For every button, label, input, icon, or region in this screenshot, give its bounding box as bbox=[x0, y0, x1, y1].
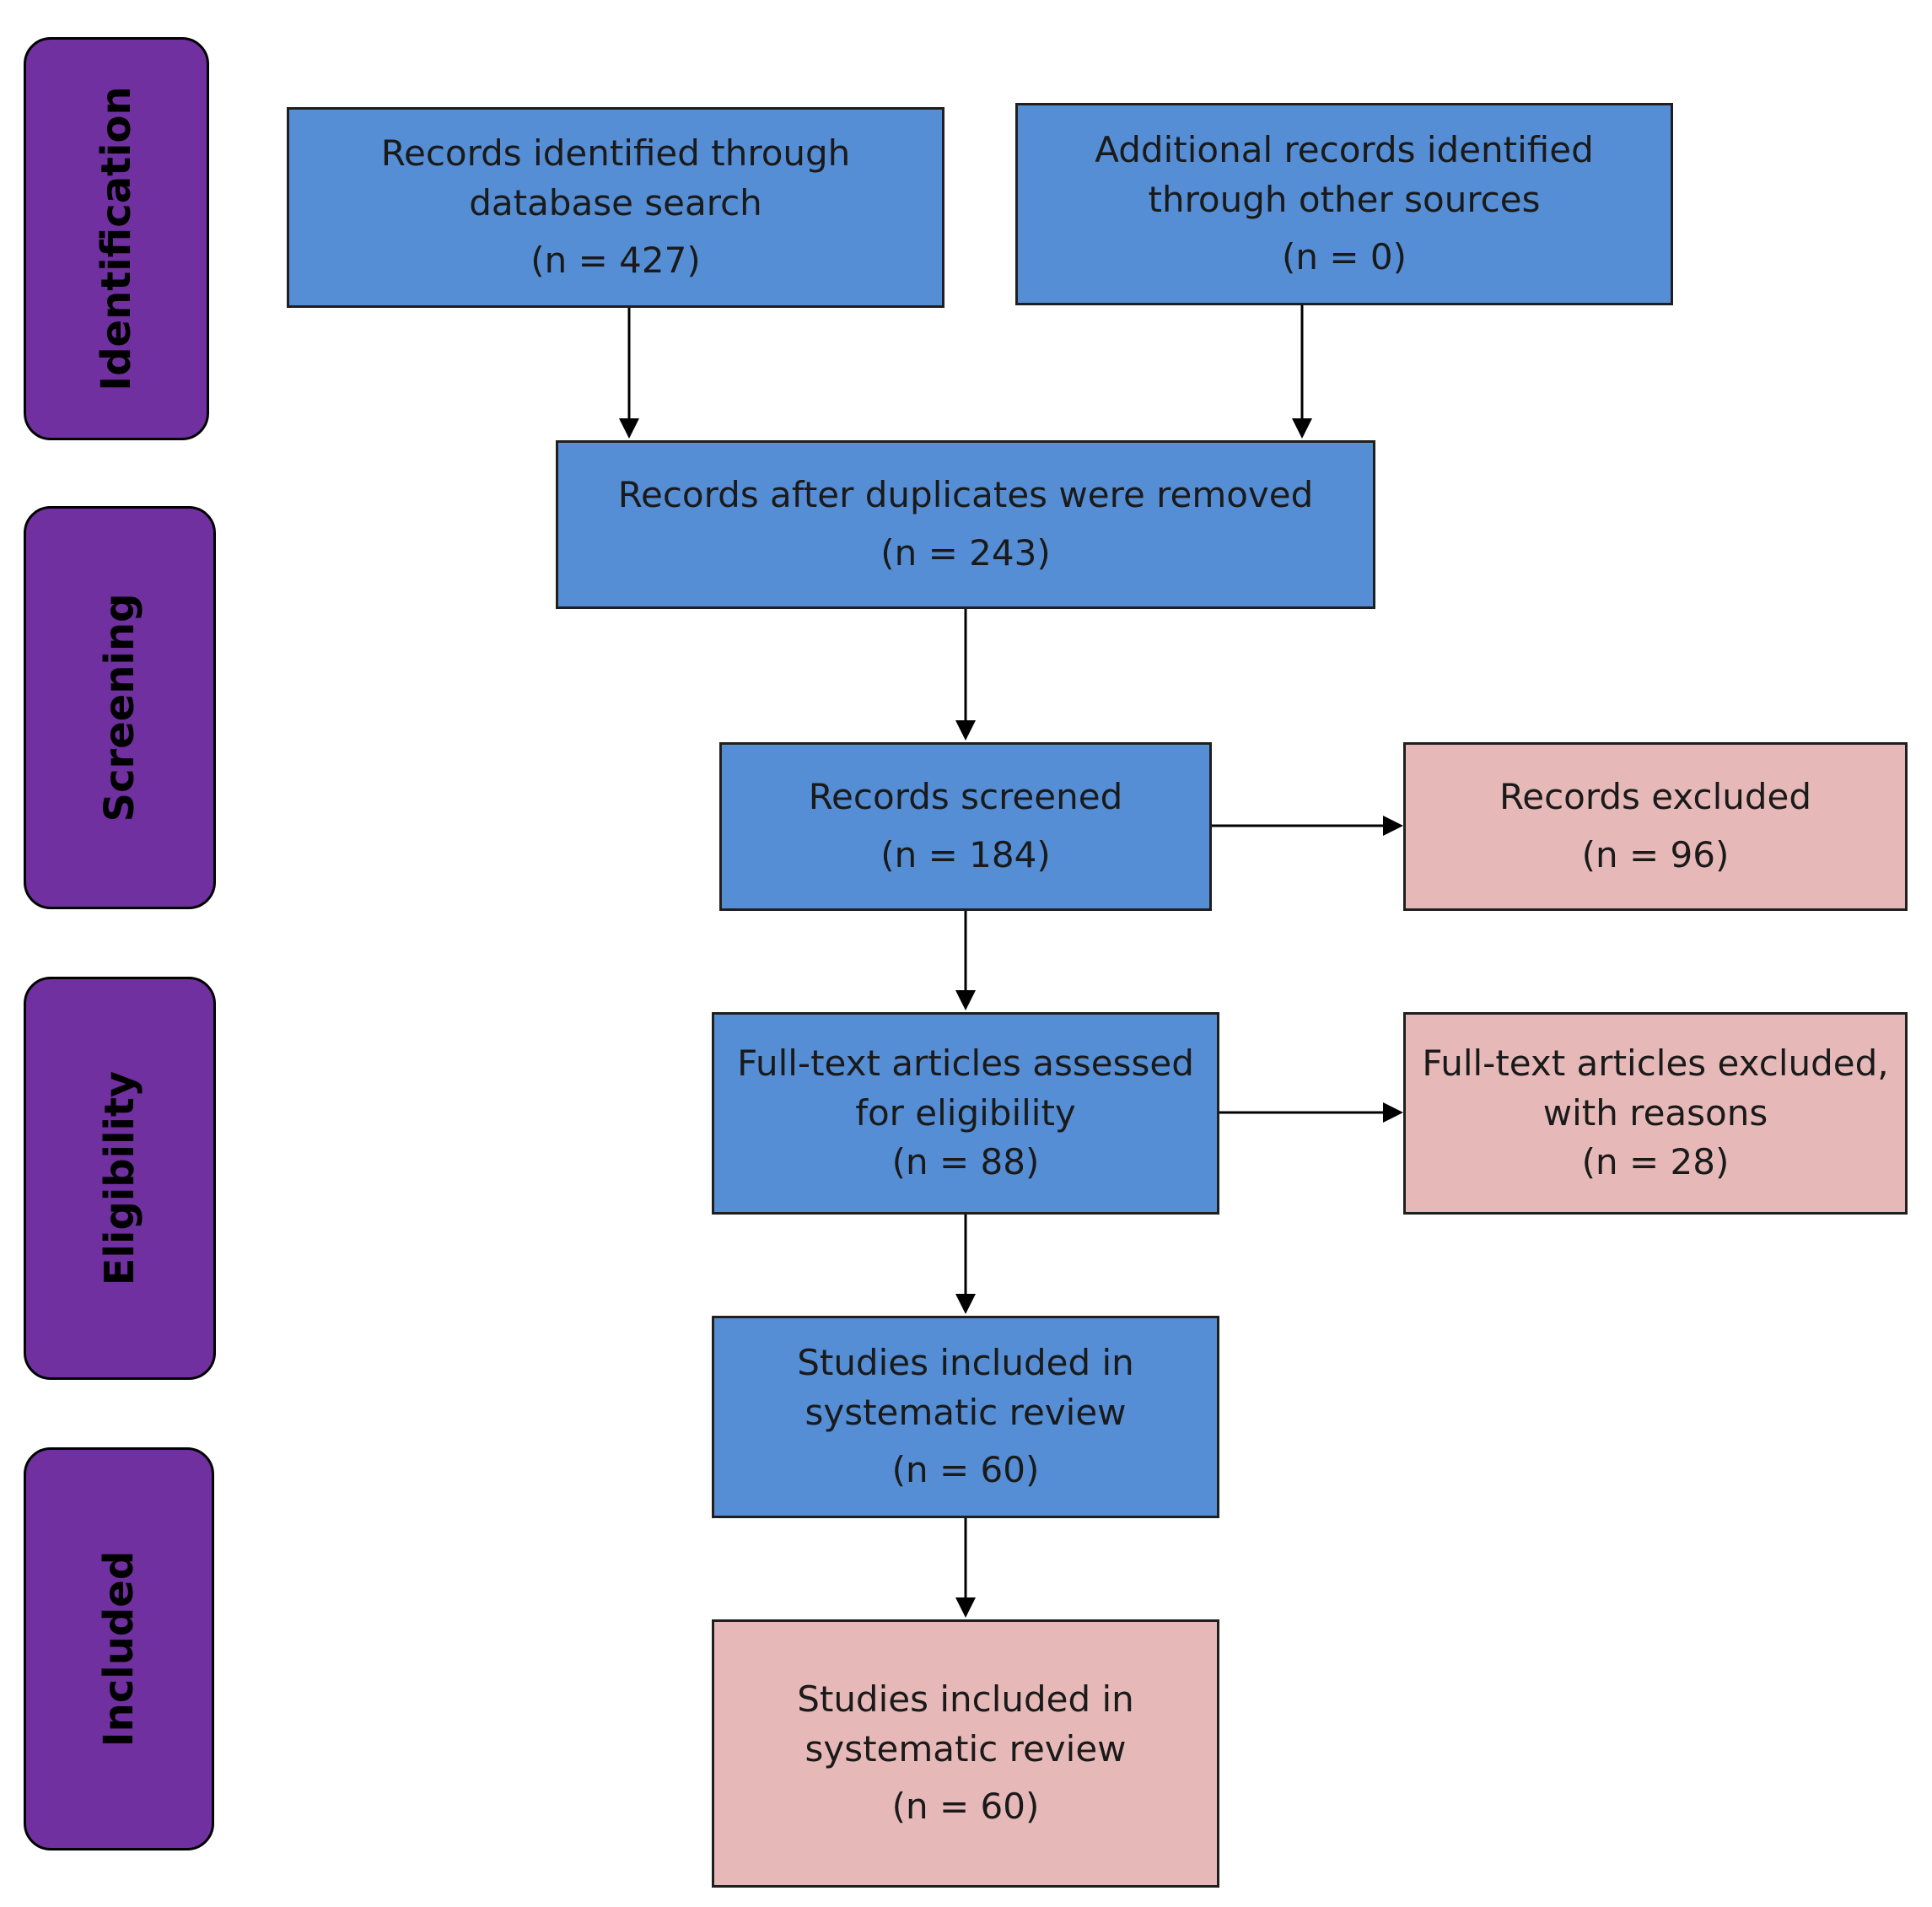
box-included-final: Studies included in systematic review (n… bbox=[712, 1619, 1219, 1888]
box-records-screened: Records screened (n = 184) bbox=[719, 742, 1212, 911]
arrowhead-included-to-final bbox=[955, 1597, 976, 1618]
arrowhead-screened-to-fulltext bbox=[955, 990, 976, 1010]
box-records-screened-line1: Records screened bbox=[808, 776, 1123, 818]
phase-included: Included bbox=[24, 1447, 214, 1850]
box-other-sources-line1: Additional records identified bbox=[1095, 128, 1594, 170]
box-other-sources-line2: through other sources bbox=[1148, 178, 1541, 220]
box-records-excluded-line1: Records excluded bbox=[1499, 776, 1812, 818]
box-included-review: Studies included in systematic review (n… bbox=[712, 1316, 1219, 1518]
box-other-sources-count: (n = 0) bbox=[1281, 236, 1407, 278]
box-database-search-count: (n = 427) bbox=[530, 240, 701, 282]
arrowhead-fulltext-to-excluded bbox=[1383, 1102, 1403, 1123]
box-included-final-line2: systematic review bbox=[805, 1727, 1127, 1770]
box-fulltext-assessed: Full-text articles assessed for eligibil… bbox=[712, 1012, 1219, 1215]
box-database-search: Records identified through database sear… bbox=[287, 107, 944, 308]
box-included-review-line1: Studies included in bbox=[797, 1341, 1134, 1383]
box-duplicates-removed-count: (n = 243) bbox=[880, 532, 1051, 574]
box-included-review-line2: systematic review bbox=[805, 1391, 1127, 1433]
box-records-screened-count: (n = 184) bbox=[880, 834, 1051, 875]
box-fulltext-excluded-line1: Full-text articles excluded, bbox=[1422, 1042, 1889, 1084]
box-records-excluded: Records excluded (n = 96) bbox=[1403, 742, 1908, 911]
arrowhead-duplicates-to-screened bbox=[955, 720, 976, 741]
box-included-final-line1: Studies included in bbox=[797, 1678, 1134, 1720]
box-fulltext-excluded-line2: with reasons bbox=[1542, 1091, 1768, 1134]
phase-screening: Screening bbox=[24, 506, 216, 909]
arrowhead-other-to-duplicates bbox=[1292, 418, 1312, 439]
box-fulltext-assessed-line1: Full-text articles assessed bbox=[737, 1042, 1194, 1084]
box-records-excluded-count: (n = 96) bbox=[1581, 834, 1730, 875]
box-included-final-count: (n = 60) bbox=[891, 1786, 1040, 1828]
box-fulltext-excluded-count: (n = 28) bbox=[1581, 1141, 1730, 1183]
arrowhead-database-to-duplicates bbox=[619, 418, 639, 439]
box-fulltext-assessed-line2: for eligibility bbox=[855, 1091, 1076, 1134]
box-other-sources: Additional records identified through ot… bbox=[1015, 103, 1673, 305]
box-fulltext-assessed-count: (n = 88) bbox=[891, 1141, 1040, 1183]
box-included-review-count: (n = 60) bbox=[891, 1449, 1040, 1491]
box-duplicates-removed: Records after duplicates were removed (n… bbox=[556, 440, 1375, 609]
box-duplicates-removed-line1: Records after duplicates were removed bbox=[617, 474, 1314, 516]
box-fulltext-excluded: Full-text articles excluded, with reason… bbox=[1403, 1012, 1908, 1215]
phase-eligibility: Eligibility bbox=[24, 977, 216, 1380]
box-database-search-line2: database search bbox=[469, 181, 762, 224]
arrowhead-fulltext-to-included bbox=[955, 1294, 976, 1314]
box-database-search-line1: Records identified through bbox=[380, 132, 851, 174]
arrowhead-screened-to-excluded bbox=[1383, 816, 1403, 836]
phase-identification: Identification bbox=[24, 37, 209, 440]
